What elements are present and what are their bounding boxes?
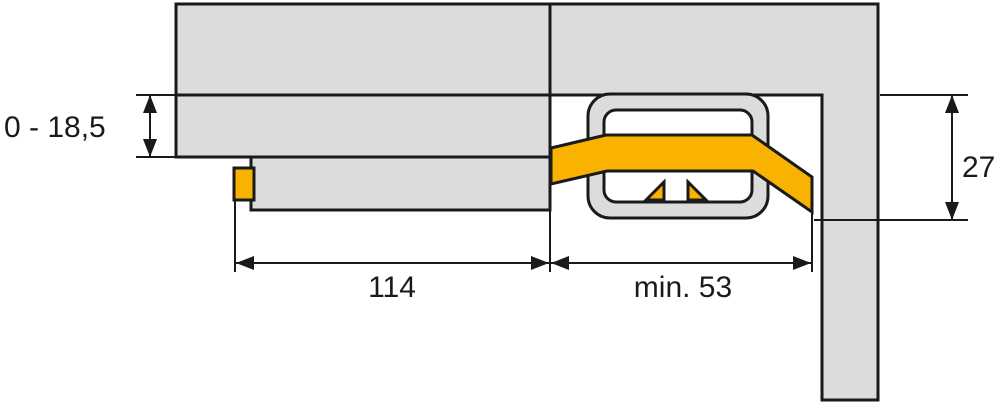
dim-label-length-right: min. 53 xyxy=(634,271,732,304)
dim-arrow-114-left xyxy=(236,256,254,270)
door-frame-right xyxy=(548,2,880,402)
dim-arrow-gap-down xyxy=(143,139,157,157)
dim-arrow-53-left xyxy=(551,256,569,270)
dim-arrow-27-up xyxy=(945,95,959,113)
mounting-rail xyxy=(249,155,552,212)
dim-arrow-53-right xyxy=(793,256,811,270)
dim-label-gap-range: 0 - 18,5 xyxy=(4,111,106,144)
latch-tooth-left xyxy=(642,178,666,202)
rail-end-cap xyxy=(232,166,256,202)
door-panel-left-top xyxy=(174,2,552,97)
dim-arrow-27-down xyxy=(945,202,959,220)
door-panel-left-adjustable-section xyxy=(174,93,552,159)
dim-label-length-left: 114 xyxy=(368,271,416,304)
dim-label-height-right: 27 xyxy=(962,151,995,184)
dim-arrow-114-right xyxy=(531,256,549,270)
latch-tooth-right xyxy=(686,178,710,202)
dim-arrow-gap-up xyxy=(143,95,157,113)
